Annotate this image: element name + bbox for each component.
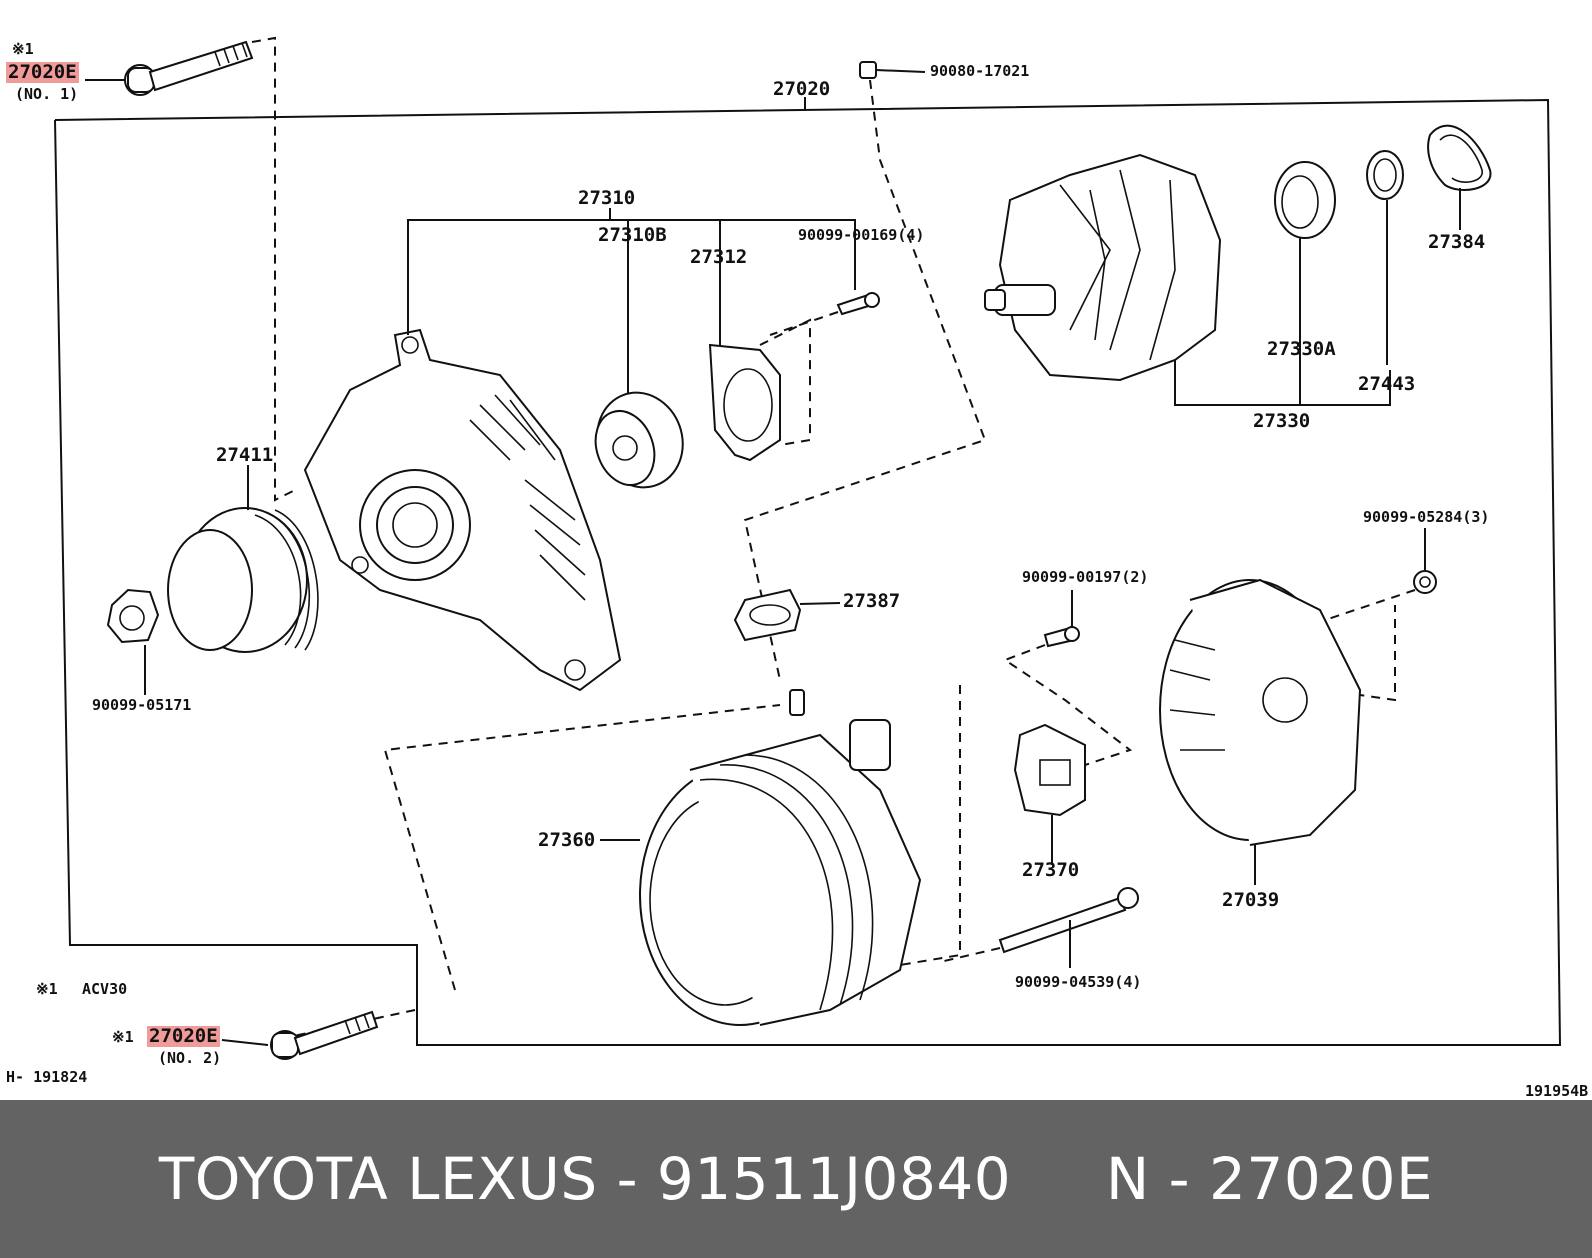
rotor-assy-label[interactable]: 27330 [1253,410,1311,432]
rear-cover [1159,578,1362,846]
pulley-nut [106,588,160,644]
footer-title: TOYOTA LEXUS - 91511J0840 N - 27020E [158,1145,1434,1213]
stator-label[interactable]: 27360 [538,829,596,851]
bearing-cover [1366,150,1404,200]
stator [639,689,922,1026]
retainer-screw-label[interactable]: 90099-00169(4) [798,226,925,244]
drive-end-frame-label[interactable]: 27310 [578,187,636,209]
rotor-bearing [1274,161,1336,239]
bolt-no2-part-label[interactable]: 27020E [147,1025,220,1047]
bolt-no1-part-label[interactable]: 27020E [6,61,79,83]
drawing-ref-right: 191954B [1525,1082,1589,1100]
drawing-ref-left: H- 191824 [6,1068,88,1086]
brush-holder-label[interactable]: 27370 [1022,859,1080,881]
pulley-nut-label[interactable]: 90099-05171 [92,696,192,714]
drive-end-frame [303,328,622,692]
assembly-label[interactable]: 27020 [773,78,831,100]
bolt-no1-sub-label: (NO. 1) [15,85,79,103]
brush-holder [1013,723,1086,817]
note-mark-top: ※1 [12,40,34,58]
retainer-plate-label[interactable]: 27312 [690,246,748,268]
bearing-cover-label[interactable]: 27443 [1358,373,1416,395]
regulator-screw-label[interactable]: 90099-00197(2) [1022,568,1149,586]
pulley-label[interactable]: 27411 [216,444,274,466]
parts-diagram: ※1 27020E (NO. 1) 27020 90080-17021 2731… [6,36,1589,1100]
bearing-27310b [594,391,684,489]
through-bolt [998,887,1139,954]
terminal-insulator [733,588,802,642]
pulley [167,507,319,653]
note-legend-text: ACV30 [82,980,128,998]
bolt-no2-sub-label: (NO. 2) [158,1049,222,1067]
rotor-assy [984,153,1222,382]
retainer-screw [836,292,880,316]
terminal-insulator-label[interactable]: 27387 [843,590,901,612]
footer-bar: TOYOTA LEXUS - 91511J0840 N - 27020E [0,1100,1592,1258]
rear-cover-nut-label[interactable]: 90099-05284(3) [1363,508,1490,526]
diagram-drawing [54,36,1562,1060]
bolt-no1 [124,40,254,96]
through-bolt-label[interactable]: 90099-04539(4) [1015,973,1142,991]
regulator-screw [1043,626,1080,648]
bolt-no2-mark: ※1 [112,1028,134,1046]
bolt-no2 [270,1010,379,1060]
retainer-plate [708,343,781,462]
note-legend-mark: ※1 [36,980,58,998]
rear-cover-nut [1413,570,1437,594]
cap-nut-label[interactable]: 90080-17021 [930,62,1030,80]
insulator-label[interactable]: 27384 [1428,231,1486,253]
insulator [1427,124,1492,191]
cap-nut [859,61,926,79]
bearing-27310b-label[interactable]: 27310B [598,224,667,246]
assembly-bracket [54,98,1562,1046]
rotor-bearing-label[interactable]: 27330A [1267,338,1336,360]
rear-cover-label[interactable]: 27039 [1222,889,1280,911]
